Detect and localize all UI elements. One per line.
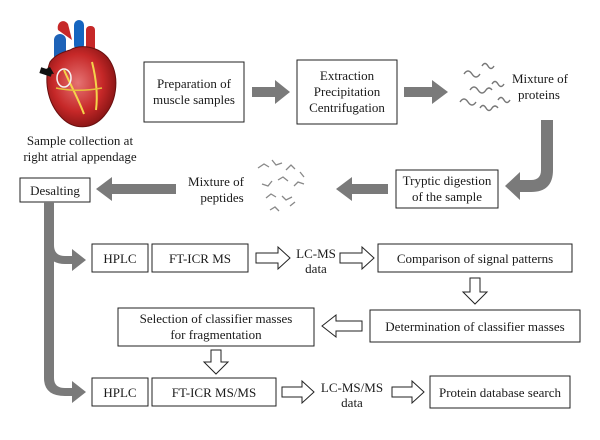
gray-branch-arrow-icon xyxy=(44,202,86,271)
desalting-label: Desalting xyxy=(30,183,80,198)
lcmsms-data-line1: LC-MS/MS xyxy=(321,380,383,395)
tryptic-line2: of the sample xyxy=(412,189,482,204)
fticr-ms-box xyxy=(151,243,249,273)
determination-label: Determination of classifier masses xyxy=(385,319,564,334)
gray-arrow-icon xyxy=(404,80,448,104)
preparation-line2: muscle samples xyxy=(153,92,235,107)
fticr-ms-label: FT-ICR MS xyxy=(169,251,231,266)
heart-illustration xyxy=(39,20,117,128)
extraction-line1: Extraction xyxy=(320,68,375,83)
selection-line2: for fragmentation xyxy=(170,327,262,342)
extraction-line3: Centrifugation xyxy=(309,100,385,115)
comparison-box xyxy=(377,243,573,273)
mixture-proteins-line2: proteins xyxy=(518,87,560,102)
gray-curved-arrow-icon xyxy=(505,120,553,200)
preparation-box xyxy=(143,61,245,123)
mixture-proteins-line1: Mixture of xyxy=(512,71,569,86)
hplc-box-1 xyxy=(91,243,149,273)
gray-arrow-icon xyxy=(96,177,176,201)
outline-down-arrow-icon xyxy=(461,277,489,305)
hplc-label-2: HPLC xyxy=(103,385,136,400)
fticr-msms-label: FT-ICR MS/MS xyxy=(172,385,256,400)
selection-line1: Selection of classifier masses xyxy=(140,311,293,326)
outline-arrow-icon xyxy=(391,379,425,405)
extraction-line2: Precipitation xyxy=(314,84,381,99)
heart-caption-line1: Sample collection at xyxy=(27,133,134,148)
peptide-fragments-icon xyxy=(257,159,305,212)
hplc-box-2 xyxy=(91,377,149,407)
selection-box xyxy=(117,307,315,347)
database-label: Protein database search xyxy=(439,385,562,400)
outline-arrow-icon xyxy=(339,245,375,271)
outline-arrow-icon xyxy=(281,379,315,405)
lcms-data-line2: data xyxy=(305,261,327,276)
gray-arrow-icon xyxy=(252,80,290,104)
preparation-line1: Preparation of xyxy=(157,76,232,91)
fticr-msms-box xyxy=(151,377,277,407)
lcmsms-data-line2: data xyxy=(341,395,363,410)
lcms-data-line1: LC-MS xyxy=(296,246,336,261)
hplc-label-1: HPLC xyxy=(103,251,136,266)
gray-branch-arrow-icon xyxy=(44,240,86,403)
outline-arrow-icon xyxy=(255,245,291,271)
mixture-peptides-line2: peptides xyxy=(200,190,243,205)
database-box xyxy=(429,375,571,409)
desalting-box xyxy=(19,177,91,203)
comparison-label: Comparison of signal patterns xyxy=(397,251,553,266)
mixture-peptides-line1: Mixture of xyxy=(188,174,245,189)
extraction-box xyxy=(296,59,398,125)
determination-box xyxy=(369,309,581,343)
tryptic-box xyxy=(395,169,499,209)
outline-left-arrow-icon xyxy=(321,313,363,339)
tryptic-line1: Tryptic digestion xyxy=(403,173,492,188)
outline-down-arrow-icon xyxy=(202,349,230,375)
protein-structures-icon xyxy=(459,62,511,112)
heart-caption-line2: right atrial appendage xyxy=(23,149,137,164)
gray-arrow-icon xyxy=(336,177,388,201)
